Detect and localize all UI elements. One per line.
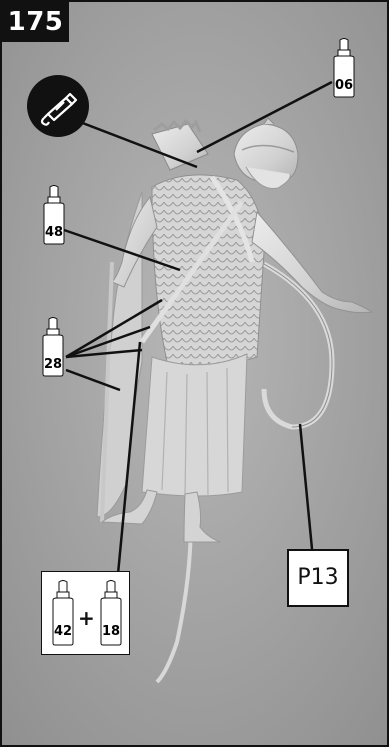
- scale-armour: [152, 175, 264, 366]
- paint-code-18: 18: [98, 624, 124, 639]
- paint-code-28: 28: [40, 357, 66, 372]
- paint-bottle-18: 18: [98, 580, 124, 646]
- tunic: [142, 354, 247, 496]
- mix-plus-sign: +: [78, 606, 94, 630]
- paint-bottle-42: 42: [50, 580, 76, 646]
- paint-bottle-06: 06: [331, 38, 357, 98]
- paint-mix-box: 42 + 18: [41, 571, 130, 655]
- part-reference-p13: P13: [287, 549, 349, 607]
- paint-bottle-28: 28: [40, 317, 66, 377]
- step-number: 175: [2, 2, 69, 42]
- glue-tube-icon: [26, 74, 90, 138]
- paint-code-06: 06: [331, 78, 357, 93]
- paint-code-42: 42: [50, 624, 76, 639]
- paint-code-48: 48: [41, 225, 67, 240]
- paint-bottle-48: 48: [41, 185, 67, 245]
